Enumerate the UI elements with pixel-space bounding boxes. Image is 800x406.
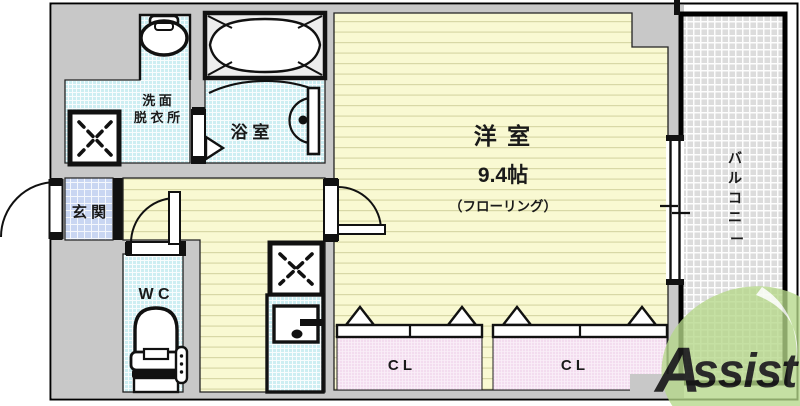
closet-left [336, 336, 483, 391]
label-closet-left: C L [388, 357, 412, 374]
label-closet-right: C L [561, 357, 585, 374]
label-living-flooring: （フローリング） [449, 198, 557, 214]
logo-assist: A ssist [653, 286, 800, 406]
logo-text-rest: ssist [692, 345, 799, 398]
room-entrance [64, 177, 114, 241]
label-washroom-line1: 洗 面 [142, 93, 172, 108]
label-living-size: 9.4帖 [478, 164, 528, 187]
door-entrance [0, 178, 64, 240]
balcony-char: ル [728, 170, 742, 186]
logo-letter-a: A [653, 334, 701, 406]
door-living [323, 178, 386, 242]
balcony-char: バ [728, 150, 742, 166]
closet-doors [335, 305, 669, 339]
label-bathroom: 浴 室 [231, 122, 270, 142]
fixture-toilet [129, 306, 189, 394]
label-washroom-line2: 脱 衣 所 [134, 110, 180, 125]
fixture-kitchen [265, 240, 325, 394]
label-balcony: バ ル コ ニ ー [728, 150, 746, 247]
door-wc [125, 191, 186, 256]
label-living-name: 洋 室 [474, 123, 532, 149]
room-living [333, 12, 669, 391]
balcony-wall-stub [674, 0, 680, 15]
kitchen-faucet [300, 319, 323, 326]
fixture-washbasin [139, 14, 189, 57]
fixture-bathtub [202, 10, 328, 81]
logo-leaf-vein [756, 287, 798, 366]
fixture-washing-machine [67, 109, 122, 167]
label-wc: W C [138, 286, 170, 303]
door-bathroom [208, 79, 321, 156]
logo-leaf-ellipse [661, 286, 800, 406]
balcony-char: ー [730, 231, 744, 247]
label-entrance: 玄 関 [72, 203, 106, 221]
entrance-side-wall [113, 178, 123, 240]
door-washroom-bathroom [191, 107, 226, 164]
window-living-balcony [660, 135, 690, 285]
balcony-char: コ [728, 190, 742, 206]
balcony-char: ニ [728, 209, 742, 225]
